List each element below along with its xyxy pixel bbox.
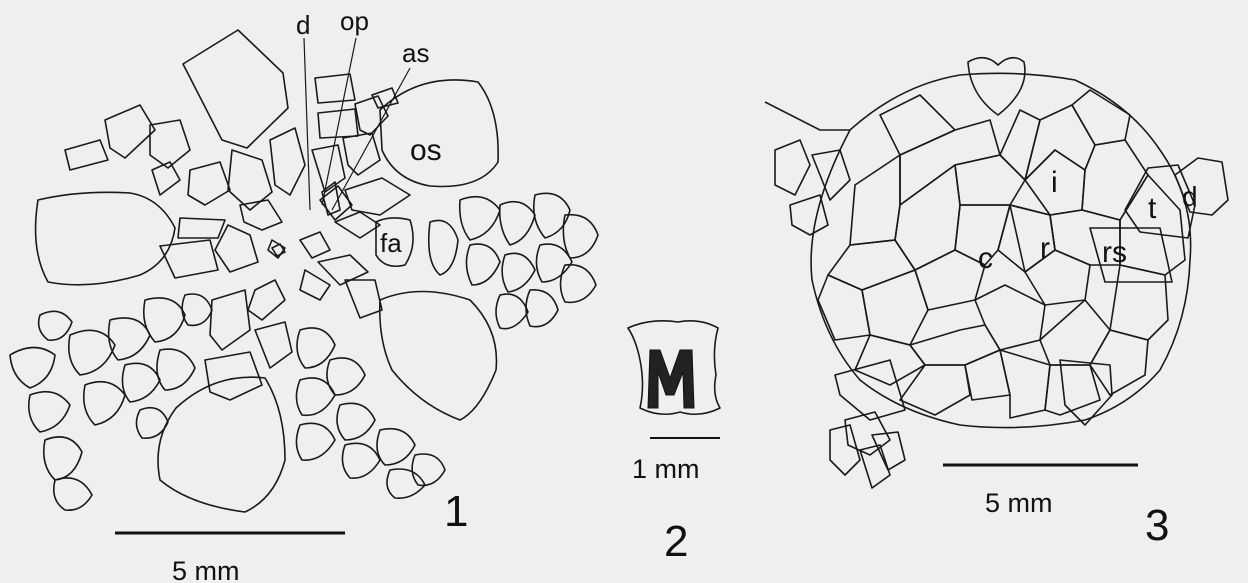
label-r: r xyxy=(1040,232,1050,265)
label-os: os xyxy=(410,134,442,167)
figure-number-3: 3 xyxy=(1145,501,1169,550)
label-d-fig3: d xyxy=(1182,181,1198,212)
label-d-fig1: d xyxy=(296,10,310,40)
scale-label-1: 5 mm xyxy=(172,556,240,583)
scale-label-2: 1 mm xyxy=(632,454,700,484)
scale-label-3: 5 mm xyxy=(985,488,1053,518)
figure-2-ossicle xyxy=(628,321,720,438)
label-i: i xyxy=(1051,166,1058,199)
figure-1-specimen xyxy=(10,30,598,533)
figure-number-2: 2 xyxy=(664,517,688,566)
label-fa: fa xyxy=(380,228,402,258)
label-rs: rs xyxy=(1102,236,1127,269)
label-as: as xyxy=(402,38,429,68)
label-op: op xyxy=(340,6,369,36)
label-t: t xyxy=(1148,192,1157,225)
figure-3-specimen xyxy=(765,58,1228,488)
figure-number-1: 1 xyxy=(444,487,468,536)
label-c: c xyxy=(978,242,993,275)
